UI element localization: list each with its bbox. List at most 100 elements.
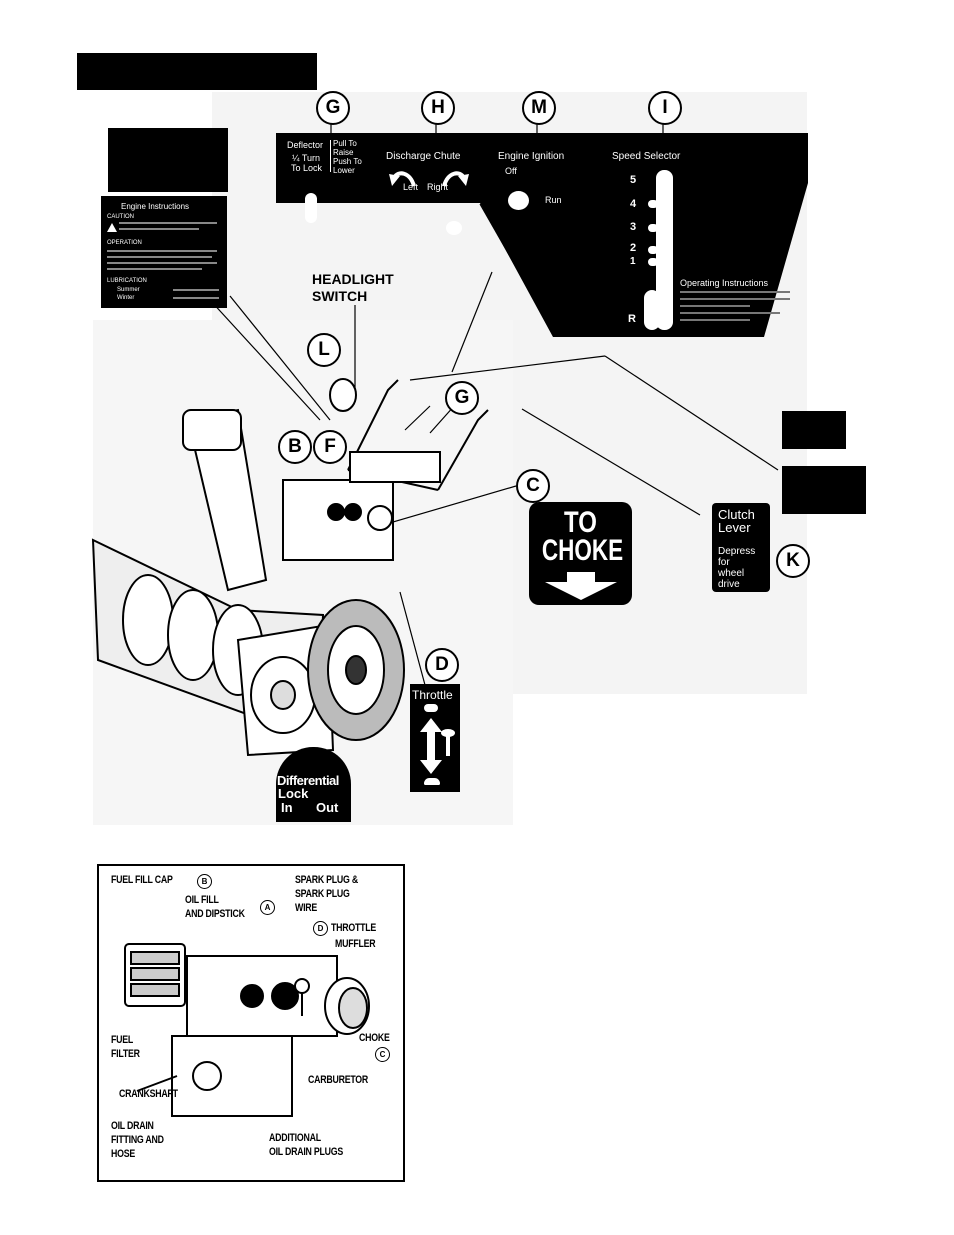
clutch-line2: Lever	[718, 520, 751, 535]
text-line	[107, 268, 202, 270]
label-fuel: FUEL	[111, 1034, 134, 1046]
text-line	[107, 256, 212, 258]
label-oil-drain-3: HOSE	[111, 1148, 135, 1160]
speed-2: 2	[630, 242, 637, 254]
double-arrow-icon	[420, 718, 442, 774]
speed-5: 5	[630, 174, 637, 186]
deflector-raise: Raise	[333, 148, 354, 157]
clutch-line6: drive	[718, 579, 740, 590]
callout-k: K	[776, 544, 810, 578]
left-arrow-icon	[389, 171, 416, 187]
label-carburetor: CARBURETOR	[308, 1074, 369, 1086]
label-filter: FILTER	[111, 1048, 140, 1060]
speed-notch	[648, 224, 658, 232]
clutch-line5: wheel	[718, 568, 745, 579]
deflector-label: Deflector	[287, 140, 324, 150]
ref-b-text: B	[201, 877, 208, 886]
callout-d: D	[425, 648, 459, 682]
differential-lock-decal: Differential Lock In Out	[276, 747, 351, 822]
engine-decal-operation: OPERATION	[107, 240, 142, 246]
chute-left-label: Left	[403, 182, 419, 192]
choke-line2: CHOKE	[541, 534, 624, 567]
engine-decal-summer: Summer	[117, 287, 140, 293]
speed-3: 3	[630, 221, 637, 233]
speed-notch	[648, 200, 658, 208]
label-spark-plug-2: SPARK PLUG	[295, 888, 350, 900]
callout-b: B	[278, 430, 312, 464]
choke-line1: TO	[564, 506, 597, 539]
ignition-run-label: Run	[545, 195, 562, 205]
differential-line2: Lock	[278, 786, 309, 801]
throttle-label: Throttle	[412, 688, 453, 702]
top-left-decal	[108, 128, 228, 192]
speed-reverse-jog	[644, 290, 660, 330]
callout-m: M	[522, 91, 556, 125]
speed-r: R	[628, 313, 636, 325]
callout-l: L	[307, 333, 341, 367]
callout-g-mid: G	[445, 381, 479, 415]
chute-right-label: Right	[427, 182, 449, 192]
right-decal-small	[782, 411, 846, 449]
clutch-line1: Clutch	[718, 507, 755, 522]
label-additional-2: OIL DRAIN PLUGS	[269, 1146, 343, 1158]
right-decal-large	[782, 466, 866, 514]
leader-lines	[209, 123, 779, 686]
text-line	[680, 312, 780, 314]
engine-decal-winter: Winter	[117, 295, 135, 301]
label-crankshaft: CRANKSHAFT	[119, 1088, 178, 1100]
text-line	[680, 291, 790, 293]
label-oil-drain-2: FITTING AND	[111, 1134, 164, 1146]
engine-decal-caution: CAUTION	[107, 214, 134, 220]
chute-knob	[446, 221, 462, 235]
headlight-switch-text: HEADLIGHT SWITCH	[312, 271, 394, 304]
speed-slot	[656, 170, 673, 330]
engine-decal-title: Engine Instructions	[121, 202, 190, 211]
text-line	[107, 262, 217, 264]
text-line	[680, 298, 790, 300]
ignition-off-label: Off	[505, 166, 517, 176]
ref-a-text: A	[264, 903, 271, 912]
speed-notch	[648, 246, 658, 254]
control-panel-shape	[276, 133, 808, 337]
to-choke-decal: TO CHOKE	[529, 502, 632, 605]
headlight-switch-label: HEADLIGHT SWITCH	[312, 271, 394, 305]
ref-d-text: D	[317, 924, 324, 933]
text-line	[119, 228, 199, 230]
label-throttle: THROTTLE	[331, 922, 377, 934]
ref-c-text: C	[379, 1050, 386, 1059]
callout-i: I	[648, 91, 682, 125]
text-line	[680, 319, 750, 321]
engine-instructions-decal: Engine Instructions CAUTION OPERATION LU…	[101, 196, 227, 308]
callout-g-top: G	[316, 91, 350, 125]
label-additional-1: ADDITIONAL	[269, 1132, 321, 1144]
speed-1: 1	[630, 256, 636, 267]
operating-instructions-label: Operating Instructions	[680, 278, 769, 288]
discharge-chute-label: Discharge Chute	[386, 151, 461, 162]
label-choke: CHOKE	[359, 1032, 390, 1044]
text-line	[173, 289, 219, 291]
text-line	[680, 305, 750, 307]
section-title-bar	[77, 53, 317, 90]
label-oil-drain-1: OIL DRAIN	[111, 1120, 154, 1132]
deflector-pull: Pull To	[333, 139, 357, 148]
down-arrow-icon	[545, 572, 617, 600]
ref-a-icon: A	[260, 900, 275, 915]
label-and-dipstick: AND DIPSTICK	[185, 908, 245, 920]
right-arrow-icon	[442, 171, 469, 187]
engine-decal-lubrication: LUBRICATION	[107, 278, 147, 284]
engine-ignition-label: Engine Ignition	[498, 151, 565, 162]
ref-c-icon: C	[375, 1047, 390, 1062]
callout-c: C	[516, 469, 550, 503]
turtle-icon	[424, 778, 440, 785]
speed-selector-label: Speed Selector	[612, 151, 681, 162]
clutch-line4: for	[718, 557, 730, 568]
label-fuel-fill-cap: FUEL FILL CAP	[111, 874, 173, 886]
warning-icon	[107, 223, 117, 232]
deflector-push: Push To	[333, 157, 362, 166]
text-line	[173, 297, 219, 299]
label-spark-plug-3: WIRE	[295, 902, 318, 914]
clutch-line3: Depress	[718, 546, 756, 557]
differential-out: Out	[316, 800, 339, 815]
callout-f: F	[313, 430, 347, 464]
clutch-lever-decal: Clutch Lever Depress for wheel drive	[712, 503, 770, 592]
